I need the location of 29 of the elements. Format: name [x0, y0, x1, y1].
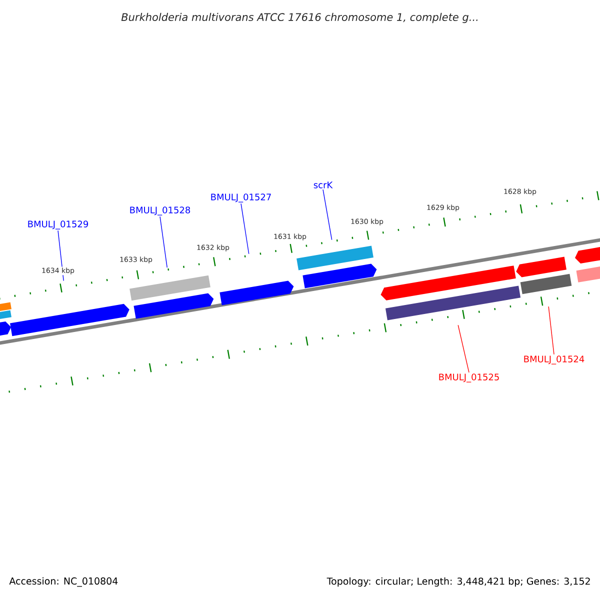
leader-line [160, 216, 168, 268]
gene-label: BMULJ_01528 [130, 206, 190, 216]
leader-line [240, 203, 250, 254]
gene-block [574, 246, 600, 264]
gene-label: BMULJ_01524 [524, 356, 584, 364]
footer-text: Topology: circular; Length: 3,448,421 bp; Genes: 3,152 [326, 577, 590, 587]
gene-label: scrK [314, 182, 333, 188]
leader-line [458, 324, 470, 373]
gene-label: BMULJ_01529 [28, 220, 88, 230]
gene-block [516, 256, 566, 278]
gene-bar [130, 275, 210, 301]
gene-bar [296, 246, 374, 270]
gene-block [0, 321, 12, 337]
gene-bar [520, 274, 572, 294]
gene-block [302, 264, 377, 288]
gene-block [10, 304, 130, 336]
footer-text: Accession: NC_010804 [9, 577, 118, 587]
gene-block [380, 266, 516, 300]
title: Burkholderia multivorans ATCC 17616 chromosome 1, complete g... [121, 12, 478, 24]
gene-label: BMULJ_01527 [211, 194, 271, 202]
gene-bar [0, 310, 12, 320]
gene-bar [385, 286, 521, 320]
gene-bar [0, 302, 12, 312]
gene-block [134, 293, 214, 319]
gene-bar [576, 266, 600, 282]
gene-label: BMULJ_01525 [439, 374, 499, 382]
leader-line [322, 189, 332, 240]
leader-line [548, 306, 554, 355]
gene-block [220, 280, 294, 306]
